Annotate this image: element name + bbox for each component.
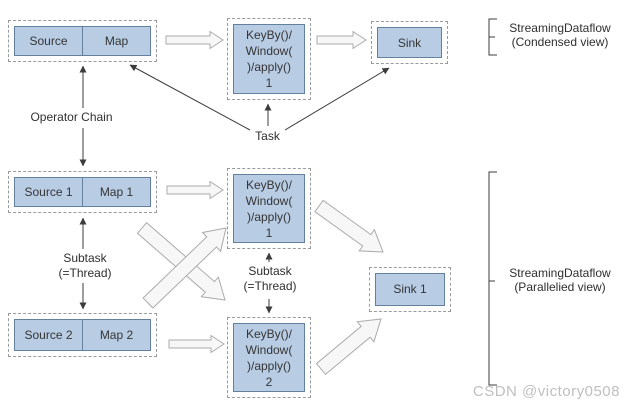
source2-map2-pair: Source 2 Map 2 xyxy=(14,319,151,351)
source2-node: Source 2 xyxy=(14,319,82,351)
subtask-group-sourcemap2: Source 2 Map 2 xyxy=(8,313,157,357)
parallel-view-title: StreamingDataflow (Parallelied view) xyxy=(509,266,611,294)
keyby-node-condensed: KeyBy()/ Window( )/apply() 1 xyxy=(233,24,305,94)
keyby-group-condensed: KeyBy()/ Window( )/apply() 1 xyxy=(227,18,311,100)
sink-node: Sink xyxy=(377,27,442,58)
bracket-parallel-view xyxy=(488,171,497,386)
task-pointer-to-sink xyxy=(284,67,390,131)
sink-group-condensed: Sink xyxy=(371,21,448,64)
brackets xyxy=(488,18,497,386)
source-map-pair: Source Map xyxy=(14,26,151,56)
keyby1-group: KeyBy()/ Window( )/apply() 1 xyxy=(227,168,311,249)
operator-chain-group-condensed: Source Map xyxy=(8,20,157,62)
condensed-view-title: StreamingDataflow (Condensed view) xyxy=(509,21,611,49)
sink1-node: Sink 1 xyxy=(375,273,445,306)
keyby1-node: KeyBy()/ Window( )/apply() 1 xyxy=(233,174,305,243)
sink1-group: Sink 1 xyxy=(369,267,451,312)
map2-node: Map 2 xyxy=(82,319,151,351)
task-label: Task xyxy=(255,129,280,143)
source1-node: Source 1 xyxy=(14,177,82,207)
keyby2-node: KeyBy()/ Window( )/apply() 2 xyxy=(233,323,305,392)
map-node: Map xyxy=(82,26,151,56)
arrow-sourcemap-to-keyby-condensed xyxy=(165,30,224,50)
keyby2-group: KeyBy()/ Window( )/apply() 2 xyxy=(227,317,311,398)
arrow-map2-to-keyby1 xyxy=(142,227,227,309)
subtask-left-label: Subtask (=Thread) xyxy=(58,251,112,280)
annotation-lines xyxy=(79,64,390,314)
arrow-keyby1-to-sink1 xyxy=(314,199,384,253)
subtask-middle-label: Subtask (=Thread) xyxy=(243,264,297,293)
watermark-text: CSDN @victory0508 xyxy=(472,383,620,400)
flow-block-arrows xyxy=(136,30,384,376)
bracket-condensed-view xyxy=(488,18,497,56)
source1-map1-pair: Source 1 Map 1 xyxy=(14,177,151,207)
map1-node: Map 1 xyxy=(82,177,151,207)
task-pointer-to-map xyxy=(129,64,251,131)
arrow-sourcemap2-to-keyby2 xyxy=(168,334,225,354)
arrow-sourcemap1-to-keyby1 xyxy=(166,180,224,200)
operator-chain-label: Operator Chain xyxy=(30,110,113,124)
subtask-group-sourcemap1: Source 1 Map 1 xyxy=(8,171,157,213)
arrow-keyby2-to-sink1 xyxy=(315,318,382,376)
arrow-keyby-to-sink-condensed xyxy=(316,30,367,50)
source-node: Source xyxy=(14,26,82,56)
